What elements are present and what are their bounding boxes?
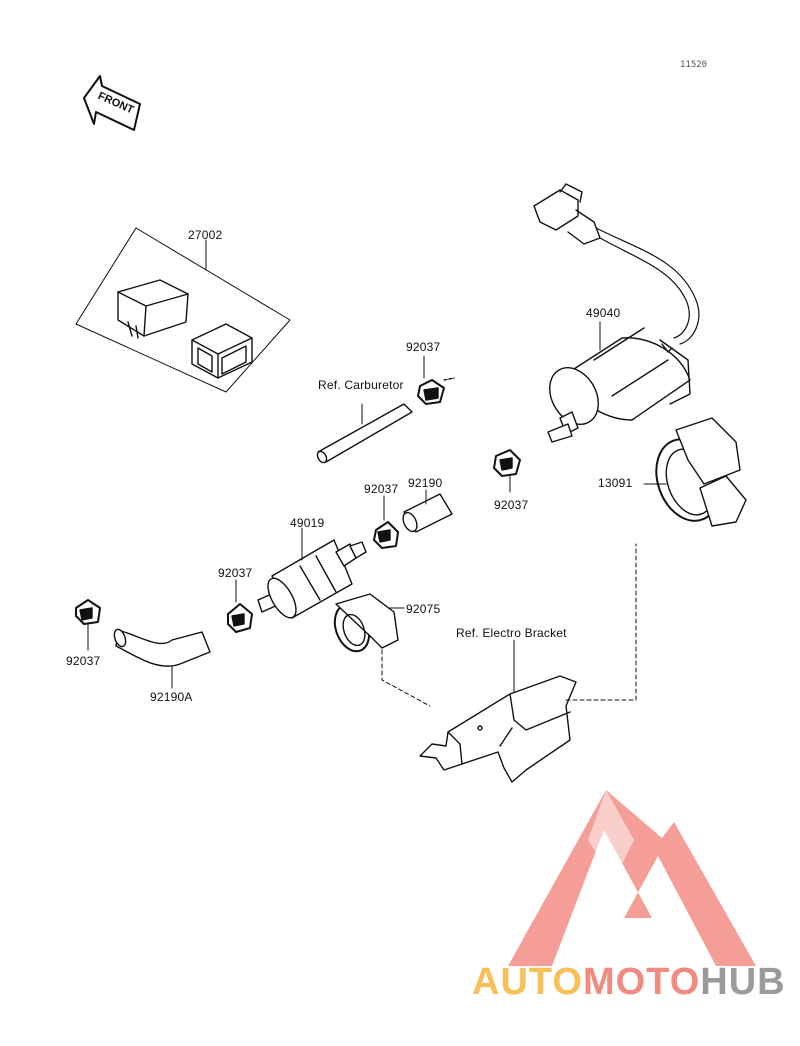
label-92037-top: 92037 — [406, 340, 441, 354]
label-92190a: 92190A — [150, 690, 193, 704]
label-13091: 13091 — [598, 476, 633, 490]
part-92037-clamp-far-left — [75, 599, 101, 651]
ref-electro-bracket — [419, 543, 637, 783]
part-92037-clamp-center — [373, 495, 399, 549]
part-92190a-hose — [113, 628, 211, 689]
watermark-logo-icon — [508, 790, 756, 966]
brand-moto: MOTO — [582, 961, 701, 1003]
label-27002: 27002 — [188, 228, 223, 242]
diagram-code: 11520 — [680, 60, 708, 70]
label-92037-right: 92037 — [494, 498, 529, 512]
brand-auto: AUTO — [472, 961, 583, 1003]
label-92037-left-center: 92037 — [218, 566, 253, 580]
front-arrow-icon: FRONT — [83, 75, 141, 131]
label-ref-electro-bracket: Ref. Electro Bracket — [456, 626, 567, 640]
part-92037-clamp-top — [417, 355, 455, 405]
ref-carburetor-hose — [316, 403, 413, 464]
part-49040-fuel-pump — [533, 183, 700, 443]
part-49019-fuel-filter — [257, 527, 367, 619]
part-92075-grommet — [333, 593, 431, 707]
label-92075: 92075 — [406, 602, 441, 616]
label-92037-center: 92037 — [364, 482, 399, 496]
part-92190-hose — [402, 489, 453, 533]
label-49019: 49019 — [290, 516, 325, 530]
part-13091-pump-holder — [643, 417, 747, 527]
label-ref-carburetor: Ref. Carburetor — [318, 378, 404, 392]
label-92037-far-left: 92037 — [66, 654, 101, 668]
brand-hub: HUB — [700, 961, 786, 1003]
part-92037-clamp-left-center — [227, 579, 253, 633]
part-27002-relay-set — [75, 227, 291, 393]
label-92190: 92190 — [408, 476, 443, 490]
watermark-brand: AUTOMOTOHUB — [472, 962, 786, 1002]
part-92037-clamp-right — [493, 449, 521, 493]
label-49040: 49040 — [586, 306, 621, 320]
